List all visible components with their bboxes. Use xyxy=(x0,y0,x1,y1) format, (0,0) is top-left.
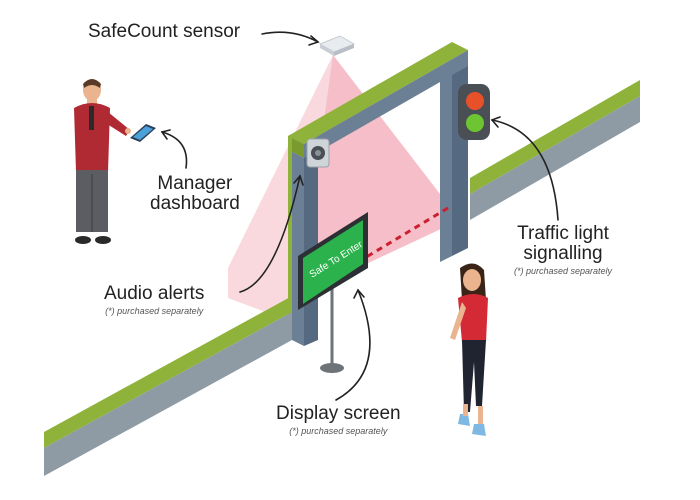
display-screen xyxy=(298,212,368,373)
label-sensor: SafeCount sensor xyxy=(88,21,241,42)
label-manager-line1: Manager xyxy=(157,173,233,194)
arrow-manager xyxy=(161,131,188,169)
arrow-sensor xyxy=(261,31,319,43)
label-traffic-line2: signalling xyxy=(523,242,603,264)
label-display-note: (*) purchased separately xyxy=(289,425,388,436)
traffic-light-icon xyxy=(458,84,490,140)
visitor-figure xyxy=(450,263,488,436)
arrow-display xyxy=(335,289,371,401)
arrow-traffic xyxy=(491,119,559,221)
back-wall xyxy=(470,80,640,220)
tablet-icon xyxy=(130,124,156,142)
label-audio: Audio alerts (*) purchased separately xyxy=(104,284,204,316)
label-traffic-note: (*) purchased separately xyxy=(514,265,613,276)
label-manager: Manager dashboard xyxy=(150,174,240,214)
arrow-audio xyxy=(239,175,301,293)
label-traffic: Traffic light signalling (*) purchased s… xyxy=(514,224,612,276)
ceiling-sensor-icon xyxy=(318,35,356,56)
speaker-icon xyxy=(306,138,330,168)
manager-figure xyxy=(74,79,131,244)
label-manager-line2: dashboard xyxy=(150,192,240,214)
label-display-title: Display screen xyxy=(276,403,401,424)
sensor-cone xyxy=(228,55,460,325)
label-audio-title: Audio alerts xyxy=(104,283,205,304)
front-wall xyxy=(44,296,292,476)
callout-arrows xyxy=(160,31,559,401)
label-audio-note: (*) purchased separately xyxy=(105,305,204,316)
label-traffic-line1: Traffic light xyxy=(517,223,609,244)
label-display: Display screen (*) purchased separately xyxy=(276,404,401,436)
